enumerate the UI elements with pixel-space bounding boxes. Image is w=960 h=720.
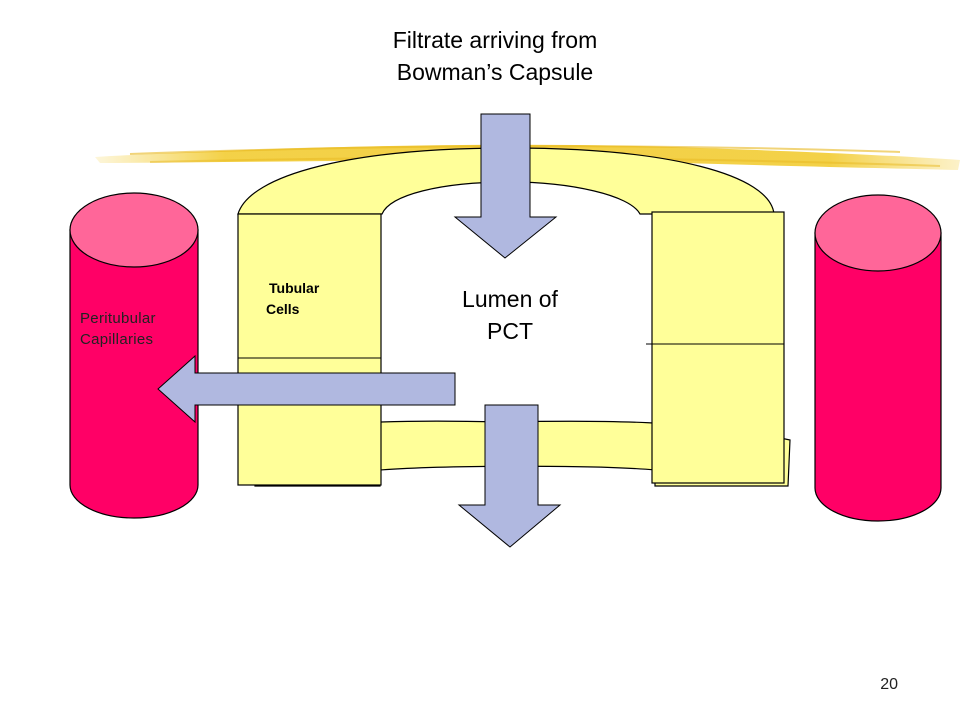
tubular-cell-left [237, 213, 382, 486]
capillaries-label-line-2: Capillaries [80, 331, 154, 348]
title-line-1: Filtrate arriving from [392, 27, 598, 53]
lumen-label-line-1: Lumen of [462, 286, 558, 312]
filtrate-out-arrow [457, 404, 562, 548]
page-number: 20 [880, 676, 898, 693]
peritubular-capillary-left [69, 192, 199, 519]
peritubular-capillary-right [814, 194, 942, 522]
reabsorption-arrow [157, 354, 456, 424]
tubular-cells-label: Tubular Cells [266, 278, 319, 320]
diagram-title: Filtrate arriving from Bowman’s Capsule [330, 24, 660, 88]
tubular-cell-right [646, 211, 785, 484]
capillaries-label: Peritubular Capillaries [80, 308, 156, 350]
title-line-2: Bowman’s Capsule [396, 59, 594, 85]
tubular-cells-label-line-2: Cells [266, 301, 300, 317]
tubular-cells-label-line-1: Tubular [269, 280, 320, 296]
filtrate-in-arrow [453, 113, 558, 259]
lumen-label-line-2: PCT [487, 318, 533, 344]
capillaries-label-line-1: Peritubular [80, 310, 156, 327]
lumen-label: Lumen of PCT [430, 283, 590, 347]
